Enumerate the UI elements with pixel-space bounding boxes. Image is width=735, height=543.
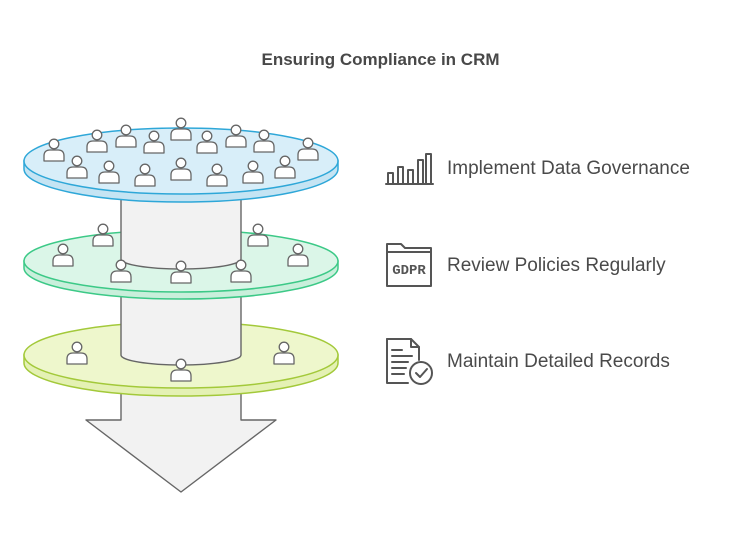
gdpr-folder-icon: GDPR <box>386 243 432 287</box>
person-icon <box>92 223 114 247</box>
person-icon <box>247 223 269 247</box>
item-label: Implement Data Governance <box>447 158 690 179</box>
svg-text:GDPR: GDPR <box>392 263 426 279</box>
person-icon <box>225 124 247 148</box>
person-icon <box>115 124 137 148</box>
diagram-title: Ensuring Compliance in CRM <box>261 50 500 69</box>
column-upper <box>120 194 242 270</box>
bar-chart-icon <box>385 153 434 185</box>
down-arrow <box>85 379 277 493</box>
person-icon <box>170 117 192 141</box>
document-check-icon <box>386 338 433 385</box>
item-label: Maintain Detailed Records <box>447 351 670 372</box>
item-label: Review Policies Regularly <box>447 255 666 276</box>
